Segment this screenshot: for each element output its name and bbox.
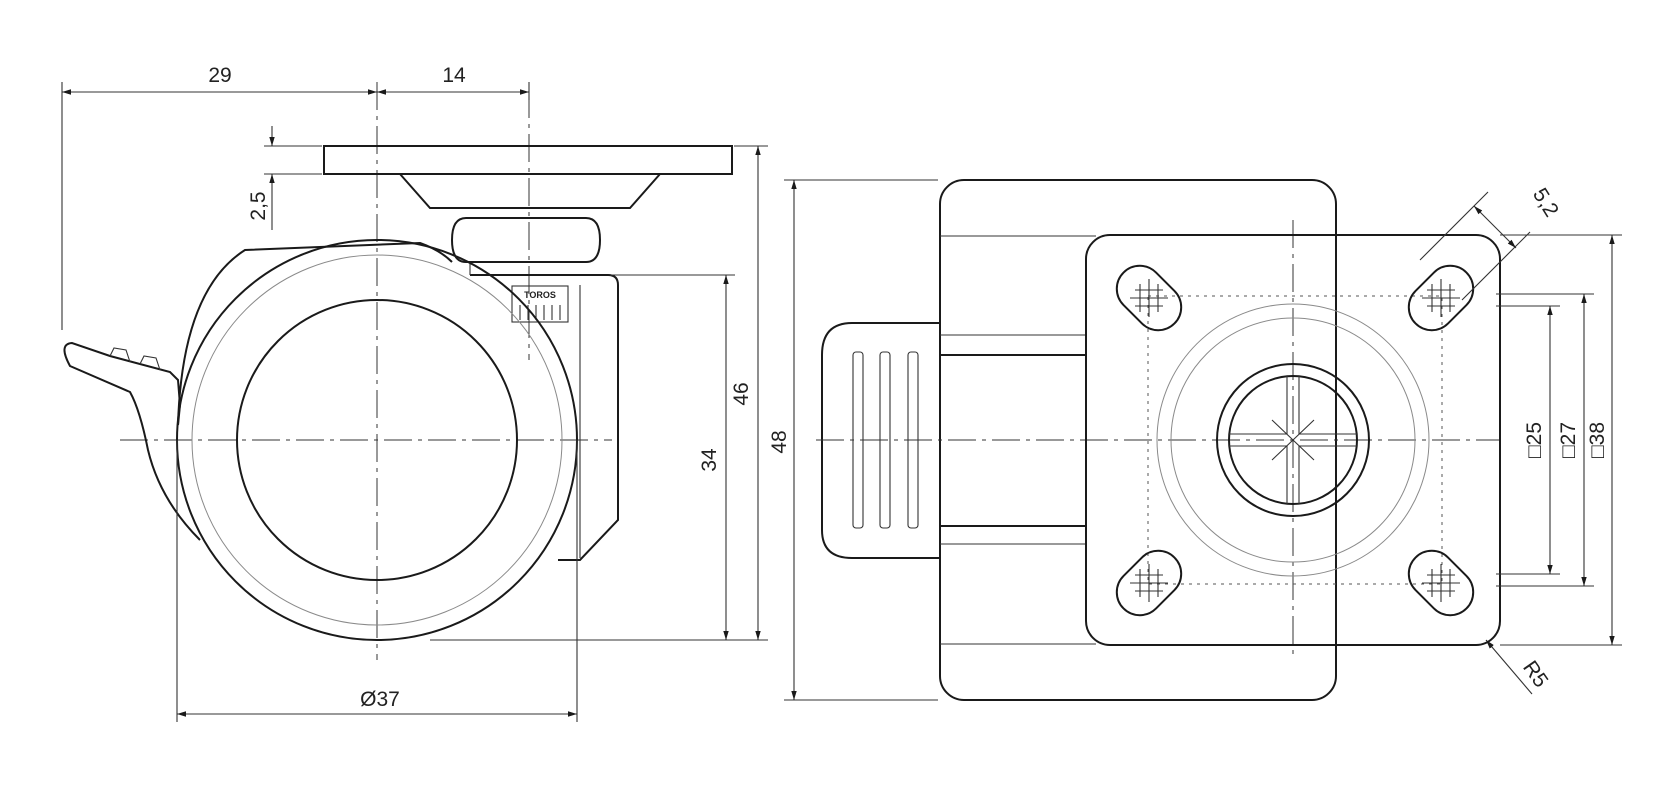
top-plate	[1085, 234, 1501, 646]
dim-diameter-label: Ø37	[360, 688, 400, 711]
dim-r5-label: R5	[1518, 657, 1552, 692]
plate-ring-outer	[1156, 303, 1430, 577]
dim-2-5-label: 2,5	[247, 191, 270, 220]
dim-5-2-label: 5,2	[1528, 184, 1563, 221]
bolt-hole-bottom-left	[1115, 549, 1183, 617]
dim-14-label: 14	[442, 64, 466, 87]
swivel-neck	[450, 217, 602, 263]
bolt-hole-top-right	[1407, 264, 1475, 332]
dim-38-label: □38	[1586, 422, 1609, 458]
logo-text: TOROS	[524, 290, 556, 300]
plate-ring-mid	[1170, 317, 1416, 563]
top-view: 48 5,2 □25 □27 □38 R5	[768, 179, 1622, 701]
dim-plate-thickness: 2,5	[247, 126, 322, 230]
bolt-hole-bottom-right	[1407, 549, 1475, 617]
dim-46-label: 46	[730, 382, 753, 405]
brake-pedal-top	[821, 322, 940, 559]
wheel-hub	[236, 299, 518, 581]
dim-heights: 34 46	[430, 145, 768, 641]
dim-top-width: 29 14	[61, 64, 530, 330]
mounting-plate	[323, 145, 733, 175]
stem-cross	[1229, 376, 1357, 504]
dim-48-label: 48	[768, 430, 791, 453]
dim-29-label: 29	[208, 64, 231, 87]
dim-corner-radius: R5	[1485, 639, 1552, 695]
plate-cone	[399, 173, 661, 209]
bolt-pattern-guide	[1147, 295, 1443, 585]
stem-circle	[1228, 375, 1358, 505]
fork-body	[470, 274, 619, 561]
brake-arm	[177, 241, 453, 426]
bolt-hole-top-left	[1115, 264, 1183, 332]
dim-27-label: □27	[1557, 422, 1580, 458]
wheel-tread	[191, 254, 563, 626]
side-view: TOROS 29 14	[61, 64, 768, 722]
plate-ring-inner	[1216, 363, 1370, 517]
dim-34-label: 34	[698, 448, 721, 472]
logo-badge: TOROS	[511, 285, 569, 323]
brake-pedal	[63, 341, 201, 541]
brake-pedal-ribs	[109, 347, 161, 371]
dim-25-label: □25	[1523, 422, 1546, 458]
dim-plate-patterns: □25 □27 □38	[1496, 234, 1622, 646]
dim-total-depth: 48	[768, 179, 938, 701]
dim-wheel-diameter: Ø37	[176, 440, 578, 722]
